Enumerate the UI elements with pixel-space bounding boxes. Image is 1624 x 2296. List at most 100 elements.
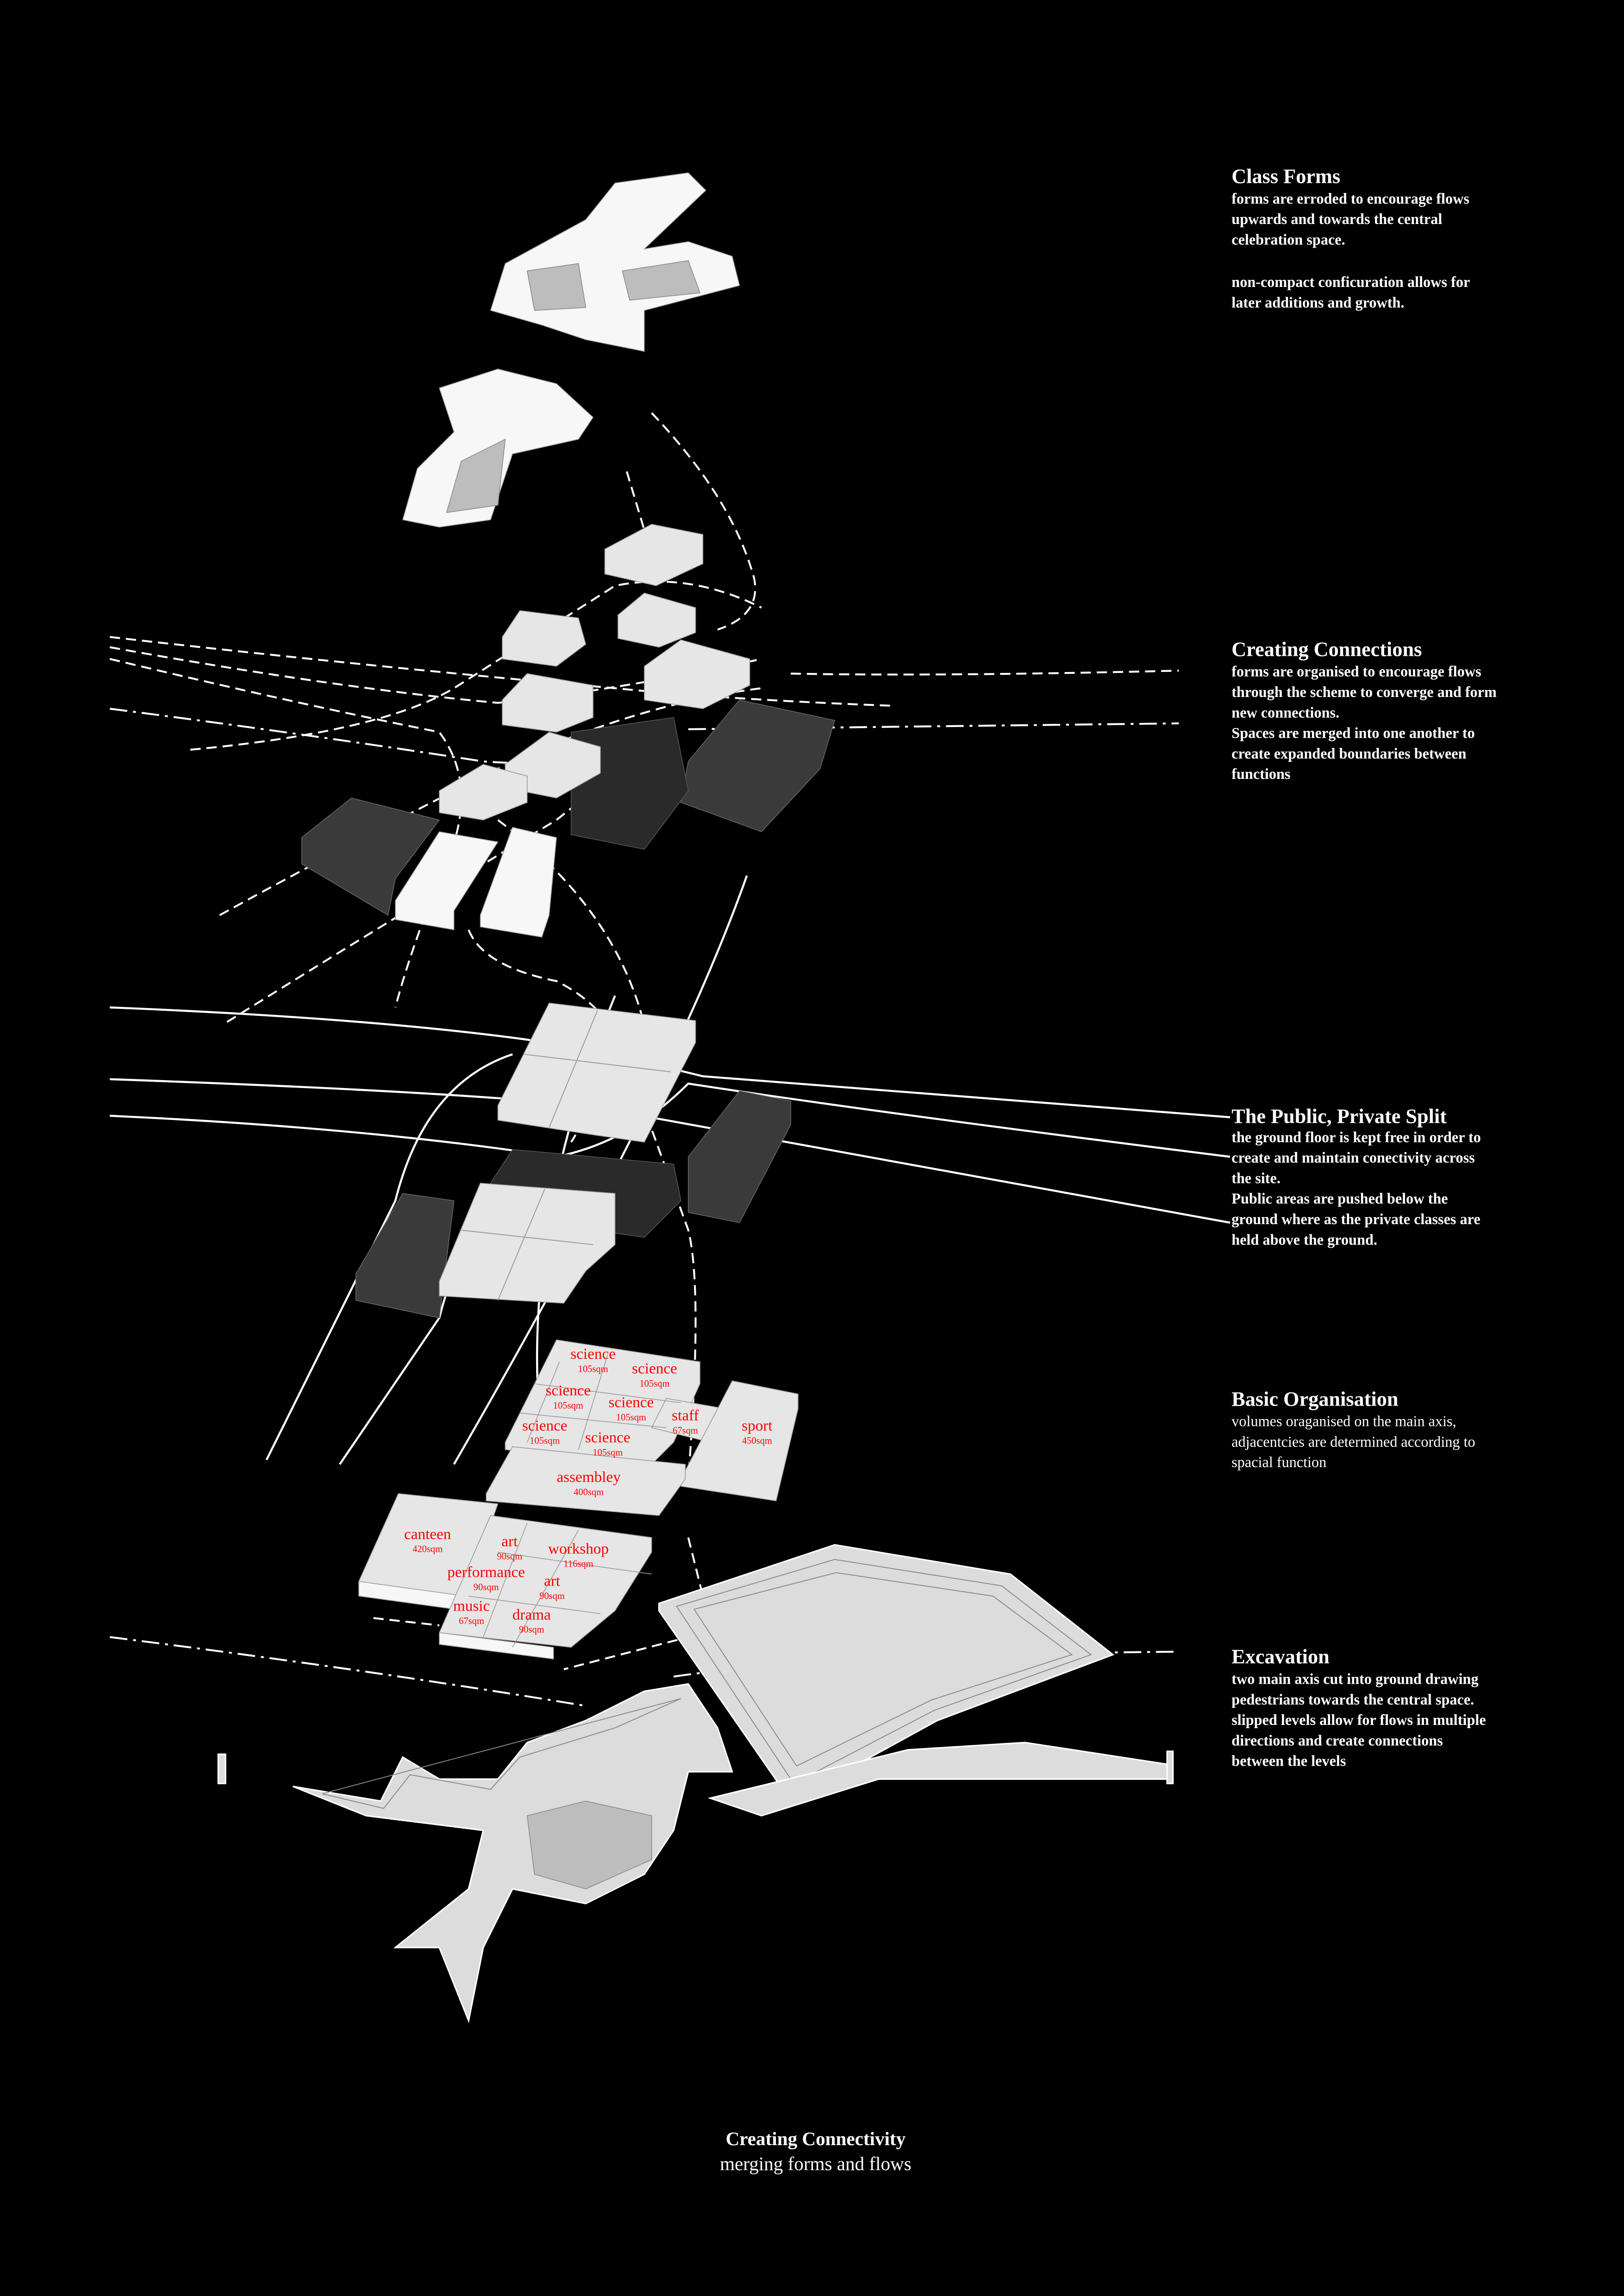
flow-line xyxy=(373,1617,440,1626)
room-label: science xyxy=(570,1345,616,1363)
section-text: directions and create connections xyxy=(1231,1732,1443,1748)
room-label: canteen xyxy=(404,1525,451,1543)
section-text: functions xyxy=(1231,765,1290,782)
annotation-basic-organisation: Basic Organisation volumes oraganised on… xyxy=(1231,1388,1475,1470)
room-label: performance xyxy=(447,1564,525,1581)
room-label: science xyxy=(585,1429,631,1446)
section-text: ground where as the private classes are xyxy=(1231,1211,1480,1227)
class-volume xyxy=(618,592,696,648)
room-area: 105sqm xyxy=(639,1379,669,1389)
section-text: held above the ground. xyxy=(1231,1231,1377,1248)
section-text: celebration space. xyxy=(1231,231,1345,248)
section-text: later additions and growth. xyxy=(1231,294,1404,311)
section-title: Excavation xyxy=(1231,1645,1329,1668)
excavation-volumes xyxy=(217,1544,1174,2023)
connections-volumes xyxy=(301,523,836,938)
room-label: science xyxy=(608,1394,654,1411)
section-text: new connections. xyxy=(1231,704,1339,721)
section-text: volumes oraganised on the main axis, xyxy=(1231,1413,1456,1430)
section-text: create expanded boundaries between xyxy=(1231,745,1466,762)
room-area: 105sqm xyxy=(530,1436,560,1446)
public-slab xyxy=(570,717,689,850)
class-volume xyxy=(604,523,704,586)
room-labels: science 105sqm science 105sqm science 10… xyxy=(404,1345,773,1635)
room-area: 105sqm xyxy=(593,1448,623,1458)
room-label: workshop xyxy=(548,1540,609,1557)
room-label: music xyxy=(453,1597,490,1614)
room-label: art xyxy=(501,1533,518,1550)
room-area: 90sqm xyxy=(474,1582,499,1593)
flow-line xyxy=(265,1053,513,1461)
public-private-volumes xyxy=(355,1002,791,1319)
room-area: 450sqm xyxy=(742,1436,772,1446)
excavation-core xyxy=(526,1800,652,1890)
public-slab xyxy=(680,699,836,833)
room-area: 105sqm xyxy=(553,1401,583,1411)
flow-line xyxy=(791,670,1179,676)
excavation-ramps xyxy=(293,1683,733,2023)
room-label: drama xyxy=(512,1606,551,1623)
section-text: adjacentcies are determined according to xyxy=(1231,1433,1475,1450)
public-slab xyxy=(687,1090,791,1223)
section-text: slipped levels allow for flows in multip… xyxy=(1231,1711,1486,1728)
section-text: Public areas are pushed below the xyxy=(1231,1190,1448,1207)
section-text: forms are erroded to encourage flows xyxy=(1231,190,1469,207)
room-area: 67sqm xyxy=(459,1616,484,1626)
excavation-pit xyxy=(658,1544,1115,1802)
flow-line xyxy=(651,412,756,631)
section-text: upwards and towards the central xyxy=(1231,211,1442,227)
section-text: non-compact conficuration allows for xyxy=(1231,274,1470,290)
section-title: Class Forms xyxy=(1231,165,1340,187)
flow-line xyxy=(109,1636,586,1707)
section-text: Spaces are merged into one another to xyxy=(1231,725,1474,741)
public-slab xyxy=(355,1193,455,1319)
flow-line xyxy=(110,636,893,707)
section-text: spacial function xyxy=(1231,1454,1326,1470)
flow-line xyxy=(190,580,762,751)
section-title: Creating Connections xyxy=(1231,638,1422,660)
arts-block xyxy=(438,1515,652,1648)
section-title: Basic Organisation xyxy=(1231,1388,1398,1410)
room-label: staff xyxy=(672,1407,699,1424)
room-label: science xyxy=(522,1417,568,1434)
room-area: 116sqm xyxy=(563,1559,593,1569)
flow-line xyxy=(109,658,462,1008)
room-area: 67sqm xyxy=(673,1425,698,1436)
room-label: assembley xyxy=(556,1468,621,1486)
room-area: 105sqm xyxy=(578,1364,608,1375)
class-volume xyxy=(644,639,750,709)
room-area: 90sqm xyxy=(519,1625,544,1635)
sport-block xyxy=(681,1380,799,1501)
room-area: 105sqm xyxy=(616,1412,646,1423)
private-volume-grid xyxy=(497,1002,696,1143)
section-title: The Public, Private Split xyxy=(1231,1105,1447,1128)
flow-line xyxy=(109,708,631,765)
caption: Creating Connectivity merging forms and … xyxy=(720,2128,912,2174)
class-volume xyxy=(395,831,499,931)
excavation-marker xyxy=(1166,1750,1174,1785)
room-label: science xyxy=(545,1382,591,1399)
section-text: the site. xyxy=(1231,1170,1280,1186)
class-volume xyxy=(502,673,593,733)
class-volume xyxy=(439,764,528,821)
annotation-class-forms: Class Forms forms are erroded to encoura… xyxy=(1231,165,1470,311)
room-label: art xyxy=(544,1573,561,1590)
class-volume xyxy=(502,610,587,667)
annotation-excavation: Excavation two main axis cut into ground… xyxy=(1231,1645,1486,1769)
class-forms-volumes xyxy=(402,172,740,528)
section-text: two main axis cut into ground drawing xyxy=(1231,1670,1478,1687)
excavation-marker xyxy=(217,1753,226,1785)
section-text: forms are organised to encourage flows xyxy=(1231,663,1481,680)
class-form-face xyxy=(446,438,506,513)
class-volume xyxy=(480,827,557,938)
room-area: 90sqm xyxy=(497,1552,522,1562)
room-area: 400sqm xyxy=(574,1487,604,1497)
caption-subtitle: merging forms and flows xyxy=(720,2153,912,2174)
room-label: science xyxy=(632,1360,677,1377)
private-volume-grid xyxy=(439,1182,616,1304)
room-area: 90sqm xyxy=(539,1591,565,1601)
section-text: through the scheme to converge and form xyxy=(1231,684,1497,700)
class-form xyxy=(490,172,740,352)
room-label: sport xyxy=(742,1417,773,1434)
flow-line xyxy=(625,471,645,530)
